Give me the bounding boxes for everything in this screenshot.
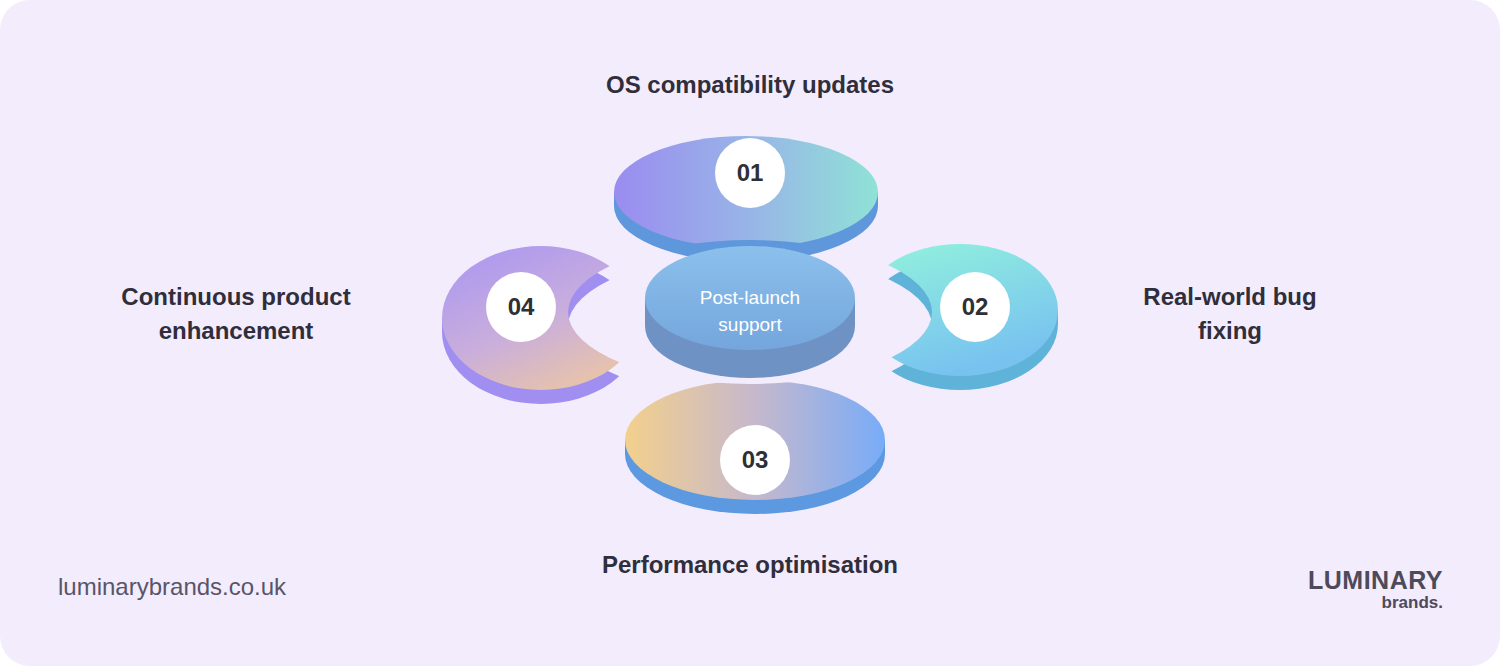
watermark: luminarybrands.co.uk [58,573,286,601]
callout-number: 03 [742,446,769,474]
number-badge: 01 [715,138,785,208]
logo-text: brands. [1382,593,1443,613]
disc-shape [643,244,857,380]
step-label: Performance optimisation [540,548,960,582]
step-label: OS compatibility updates [540,68,960,102]
number-badge: 04 [486,272,556,342]
center-label: Post-launch support [670,284,830,338]
callout-number: 02 [962,293,989,321]
callout-number: 01 [737,159,764,187]
ring-segment: 01OS compatibility updates [612,134,880,264]
step-label: Real-world bug fixing [1123,280,1338,348]
ring-segment: 02Real-world bug fixing [860,242,1060,392]
ring-segment: 03Performance optimisation [623,378,887,516]
ring-segment: 04Continuous product enhancement [440,244,642,406]
number-badge: 03 [720,425,790,495]
number-badge: 02 [940,272,1010,342]
callout-number: 04 [508,293,535,321]
step-label: Continuous product enhancement [104,280,369,348]
hub-disc: Post-launch support [643,244,857,380]
logo-text: LUMINARY [1308,566,1443,595]
